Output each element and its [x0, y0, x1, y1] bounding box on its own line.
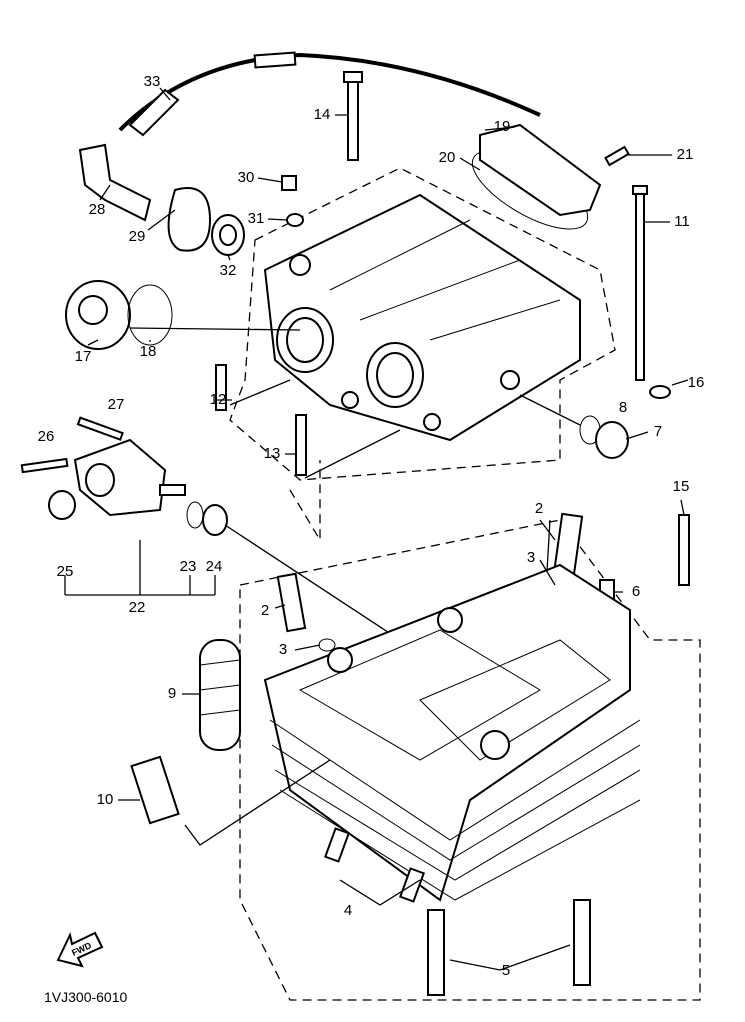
stud-11: [635, 189, 645, 381]
stud-5a: [427, 909, 445, 996]
spring-29: [167, 187, 212, 252]
label-14: 14: [314, 106, 331, 123]
label-24: 24: [206, 558, 223, 575]
label-3-right: 3: [527, 549, 535, 566]
label-4: 4: [344, 902, 352, 919]
washer-16: [649, 385, 671, 399]
fwd-arrow-icon: FWD: [56, 931, 104, 968]
bolt-21: [604, 145, 630, 167]
label-20: 20: [439, 149, 456, 166]
label-17: 17: [75, 348, 92, 365]
label-13: 13: [264, 445, 281, 462]
label-26: 26: [38, 428, 55, 445]
label-32: 32: [220, 262, 237, 279]
lever-28: [78, 143, 152, 222]
washer-25: [48, 490, 76, 520]
label-31: 31: [248, 210, 265, 227]
label-18: 18: [140, 343, 157, 360]
label-10: 10: [97, 791, 114, 808]
valve-guide-2-left: [276, 572, 307, 633]
stud-5b: [573, 899, 591, 986]
part-labels: 33 14 19 21 20 30 31 11 28 29 32 17 18 1…: [38, 73, 705, 979]
label-29: 29: [129, 228, 146, 245]
label-25: 25: [57, 563, 74, 580]
bolt-12: [215, 364, 227, 411]
label-6: 6: [632, 583, 640, 600]
bolt-15: [678, 514, 690, 586]
label-30: 30: [238, 169, 255, 186]
cable-end: [128, 88, 180, 137]
label-8: 8: [619, 399, 627, 416]
label-12: 12: [210, 391, 227, 408]
clip-3-left: [318, 638, 336, 652]
label-23: 23: [180, 558, 197, 575]
stud-4a: [324, 827, 350, 863]
dowel-pin-9: [199, 639, 241, 751]
bolt-13: [295, 414, 307, 476]
label-2-right: 2: [535, 500, 543, 517]
label-22: 22: [129, 599, 146, 616]
label-5: 5: [502, 962, 510, 979]
label-19: 19: [494, 118, 511, 135]
label-16: 16: [688, 374, 705, 391]
cable: [118, 52, 541, 132]
oring-18: [127, 284, 173, 346]
seal-24: [202, 504, 228, 536]
cable-sleeve: [253, 51, 297, 69]
label-33: 33: [144, 73, 161, 90]
label-21: 21: [677, 146, 694, 163]
upper-assembly-outline: [229, 167, 616, 481]
label-28: 28: [89, 201, 106, 218]
diagram-code: 1VJ300-6010: [44, 989, 128, 1005]
spark-plug-10: [130, 755, 180, 825]
bolt-30: [281, 175, 297, 191]
bolt-27: [76, 416, 124, 441]
label-9: 9: [168, 685, 176, 702]
label-15: 15: [673, 478, 690, 495]
connector-outline: [289, 460, 321, 543]
bolt-26: [20, 457, 69, 474]
label-11: 11: [674, 213, 690, 230]
label-3-left: 3: [279, 641, 287, 658]
label-7: 7: [654, 423, 662, 440]
label-27: 27: [108, 396, 125, 413]
oring-23: [186, 501, 204, 529]
label-2-left: 2: [261, 602, 269, 619]
plug-7: [595, 421, 629, 459]
cover-19: [479, 123, 602, 217]
washer-31: [286, 213, 304, 227]
bolt-14: [347, 74, 359, 161]
